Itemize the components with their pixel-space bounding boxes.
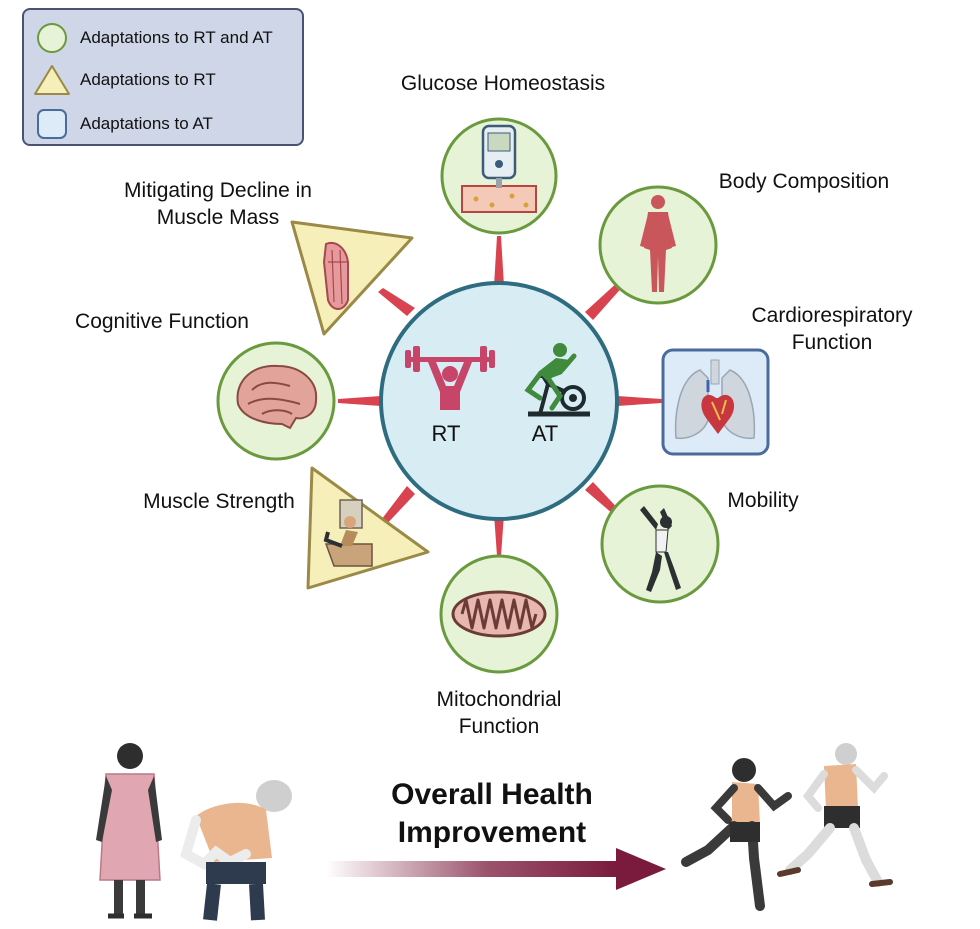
headline-line1: Overall Health (391, 778, 593, 811)
connector-body (585, 280, 625, 320)
runner-woman-icon (681, 758, 792, 911)
connector-cardio (617, 396, 662, 406)
stretching-person-icon (640, 506, 681, 592)
label-mobility: Mobility (727, 489, 799, 512)
node-cardiorespiratory (661, 348, 770, 456)
label-muscle-mass-line2: Muscle Mass (156, 206, 280, 229)
at-label: AT (532, 421, 558, 446)
runner-man-icon (777, 743, 893, 887)
node-cognitive (216, 341, 336, 461)
node-muscle-mass (290, 220, 414, 336)
legend-item-rt: Adaptations to RT (32, 62, 216, 98)
anatomy-figure-icon (640, 195, 676, 292)
legend-label-at: Adaptations to AT (80, 114, 213, 133)
node-mitochondrial (439, 554, 559, 674)
label-cardiorespiratory-line2: Function (791, 331, 873, 354)
label-cognitive-function: Cognitive Function (75, 310, 249, 333)
connectors (338, 236, 662, 556)
label-muscle-mass-line1: Mitigating Decline in (124, 179, 312, 202)
patient-woman-icon (96, 743, 162, 919)
headline: Overall Health Improvement (352, 776, 632, 852)
connector-mass (378, 288, 415, 316)
headline-line2: Improvement (397, 816, 587, 849)
label-cardiorespiratory-line1: Cardiorespiratory (751, 304, 913, 327)
green-circle-icon (37, 23, 67, 53)
legend-item-at: Adaptations to AT (32, 106, 213, 142)
legend: Adaptations to RT and AT Adaptations to … (22, 8, 304, 146)
patient-man-icon (180, 780, 292, 921)
node-mobility (600, 484, 720, 604)
connector-strength (378, 486, 415, 528)
legend-label-rt-and-at: Adaptations to RT and AT (80, 28, 273, 47)
connector-mito (494, 514, 504, 556)
node-glucose (440, 117, 558, 235)
improvement-arrow (326, 848, 666, 890)
muscle-fibers-icon (322, 242, 349, 310)
legend-label-rt: Adaptations to RT (80, 70, 216, 89)
yellow-triangle-icon (34, 65, 70, 95)
stationary-bike-icon (524, 343, 590, 417)
lungs-heart-icon (674, 359, 756, 440)
brain-icon (236, 364, 318, 430)
label-body-composition: Body Composition (718, 170, 890, 193)
mitochondrion-icon (451, 590, 547, 638)
connector-glucose (494, 236, 504, 286)
connector-cognitive (338, 396, 381, 406)
legend-item-rt-and-at: Adaptations to RT and AT (32, 20, 273, 56)
node-body-composition (598, 185, 718, 305)
health-improvement-scene (96, 743, 893, 921)
leg-press-icon (323, 499, 373, 567)
label-muscle-strength: Muscle Strength (143, 490, 295, 513)
label-glucose-homeostasis: Glucose Homeostasis (400, 72, 606, 95)
glucometer-icon (461, 124, 537, 213)
blue-square-icon (37, 109, 67, 139)
barbell-lifter-icon (405, 346, 495, 410)
label-mitochondrial-line1: Mitochondrial (436, 688, 562, 711)
rt-label: RT (432, 421, 461, 446)
hub-diagram: RT AT (216, 117, 770, 674)
label-mitochondrial-line2: Function (458, 715, 540, 738)
node-muscle-strength (306, 466, 430, 590)
center-hub: RT AT (379, 281, 619, 521)
